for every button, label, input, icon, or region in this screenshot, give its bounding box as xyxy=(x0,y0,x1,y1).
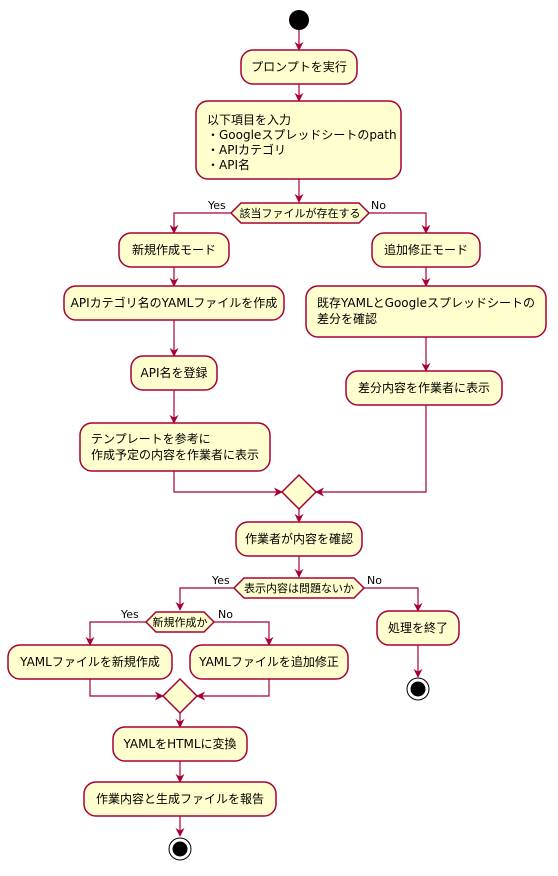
action-edit-yaml-label: YAMLファイルを追加修正 xyxy=(198,654,339,669)
action-edit-mode-label: 追加修正モード xyxy=(384,242,468,257)
action-show-template-line-2: 作成予定の内容を作業者に表示 xyxy=(91,447,259,462)
action-confirm-label: 作業者が内容を確認 xyxy=(245,531,353,546)
action-check-diff-line-1: 既存YAMLとGoogleスプレッドシートの xyxy=(317,296,535,310)
edge-show-diff-to-merge xyxy=(315,405,427,497)
merge-node-mode xyxy=(280,473,318,511)
action-input-line-4: ・API名 xyxy=(207,157,250,172)
action-new-yaml-label: YAMLファイルを新規作成 xyxy=(19,654,160,669)
end-node-final xyxy=(168,837,192,861)
action-edit-mode: 追加修正モード xyxy=(371,232,481,268)
action-new-mode-label: 新規作成モード xyxy=(132,242,216,257)
action-run-prompt: プロンプトを実行 xyxy=(240,49,358,85)
action-show-diff-label: 差分内容を作業者に表示 xyxy=(358,380,490,395)
edge-new-yaml-to-merge xyxy=(89,679,164,701)
action-input-line-2: ・Googleスプレッドシートのpath xyxy=(207,128,397,142)
edge-edit-yaml-to-merge xyxy=(196,679,270,701)
decision-file-exists-no: No xyxy=(371,199,386,212)
action-show-template: テンプレートを参考に 作成予定の内容を作業者に表示 xyxy=(79,422,271,472)
action-new-yaml: YAMLファイルを新規作成 xyxy=(7,644,173,680)
action-convert: YAMLをHTMLに変換 xyxy=(112,726,248,762)
edge-new-no-to-edit-yaml xyxy=(214,621,274,646)
edge-ok-no-to-end-process xyxy=(364,587,423,612)
action-end-process: 処理を終了 xyxy=(376,610,460,646)
action-register-api: API名を登録 xyxy=(130,355,218,391)
action-edit-yaml: YAMLファイルを追加修正 xyxy=(189,644,349,680)
edge-file-no-to-edit-mode xyxy=(369,212,431,234)
decision-content-ok: 表示内容は問題ないか Yes No xyxy=(211,574,382,599)
action-confirm: 作業者が内容を確認 xyxy=(235,521,363,557)
decision-file-exists: 該当ファイルが存在する Yes No xyxy=(207,199,386,224)
action-new-mode: 新規作成モード xyxy=(118,232,230,268)
edge-file-yes-to-new-mode xyxy=(169,212,231,234)
merge-node-yaml xyxy=(161,677,199,715)
action-convert-label: YAMLをHTMLに変換 xyxy=(122,736,236,751)
action-input-line-3: ・APIカテゴリ xyxy=(207,142,286,157)
action-end-process-label: 処理を終了 xyxy=(388,620,448,635)
action-show-diff: 差分内容を作業者に表示 xyxy=(345,370,503,406)
edge-new-yes-to-new-yaml xyxy=(85,621,146,646)
action-show-template-line-1: テンプレートを参考に xyxy=(91,431,211,446)
start-node xyxy=(289,10,309,30)
action-input-line-1: 以下項目を入力 xyxy=(207,113,291,127)
action-create-yaml-label: APIカテゴリ名のYAMLファイルを作成 xyxy=(71,295,278,310)
decision-content-ok-no: No xyxy=(367,574,382,587)
action-check-diff: 既存YAMLとGoogleスプレッドシートの 差分を確認 xyxy=(305,285,547,338)
decision-file-exists-yes: Yes xyxy=(207,199,226,212)
action-register-api-label: API名を登録 xyxy=(141,365,208,380)
end-node-terminate xyxy=(406,677,430,701)
action-report-label: 作業内容と生成ファイルを報告 xyxy=(96,791,264,806)
action-create-yaml: APIカテゴリ名のYAMLファイルを作成 xyxy=(63,285,285,321)
decision-file-exists-label: 該当ファイルが存在する xyxy=(240,206,361,220)
decision-is-new: 新規作成か Yes No xyxy=(120,608,233,633)
action-check-diff-line-2: 差分を確認 xyxy=(317,311,377,326)
decision-is-new-label: 新規作成か xyxy=(153,615,208,629)
decision-content-ok-yes: Yes xyxy=(211,574,230,587)
edge-template-to-merge xyxy=(173,471,283,497)
decision-is-new-yes: Yes xyxy=(120,608,139,621)
decision-is-new-no: No xyxy=(218,608,233,621)
action-report: 作業内容と生成ファイルを報告 xyxy=(83,781,277,817)
decision-content-ok-label: 表示内容は問題ないか xyxy=(244,581,354,595)
edges xyxy=(85,30,431,837)
action-run-prompt-label: プロンプトを実行 xyxy=(251,59,347,74)
action-input-items: 以下項目を入力 ・Googleスプレッドシートのpath ・APIカテゴリ ・A… xyxy=(195,100,402,180)
edge-ok-yes-to-decision-new xyxy=(175,587,234,611)
